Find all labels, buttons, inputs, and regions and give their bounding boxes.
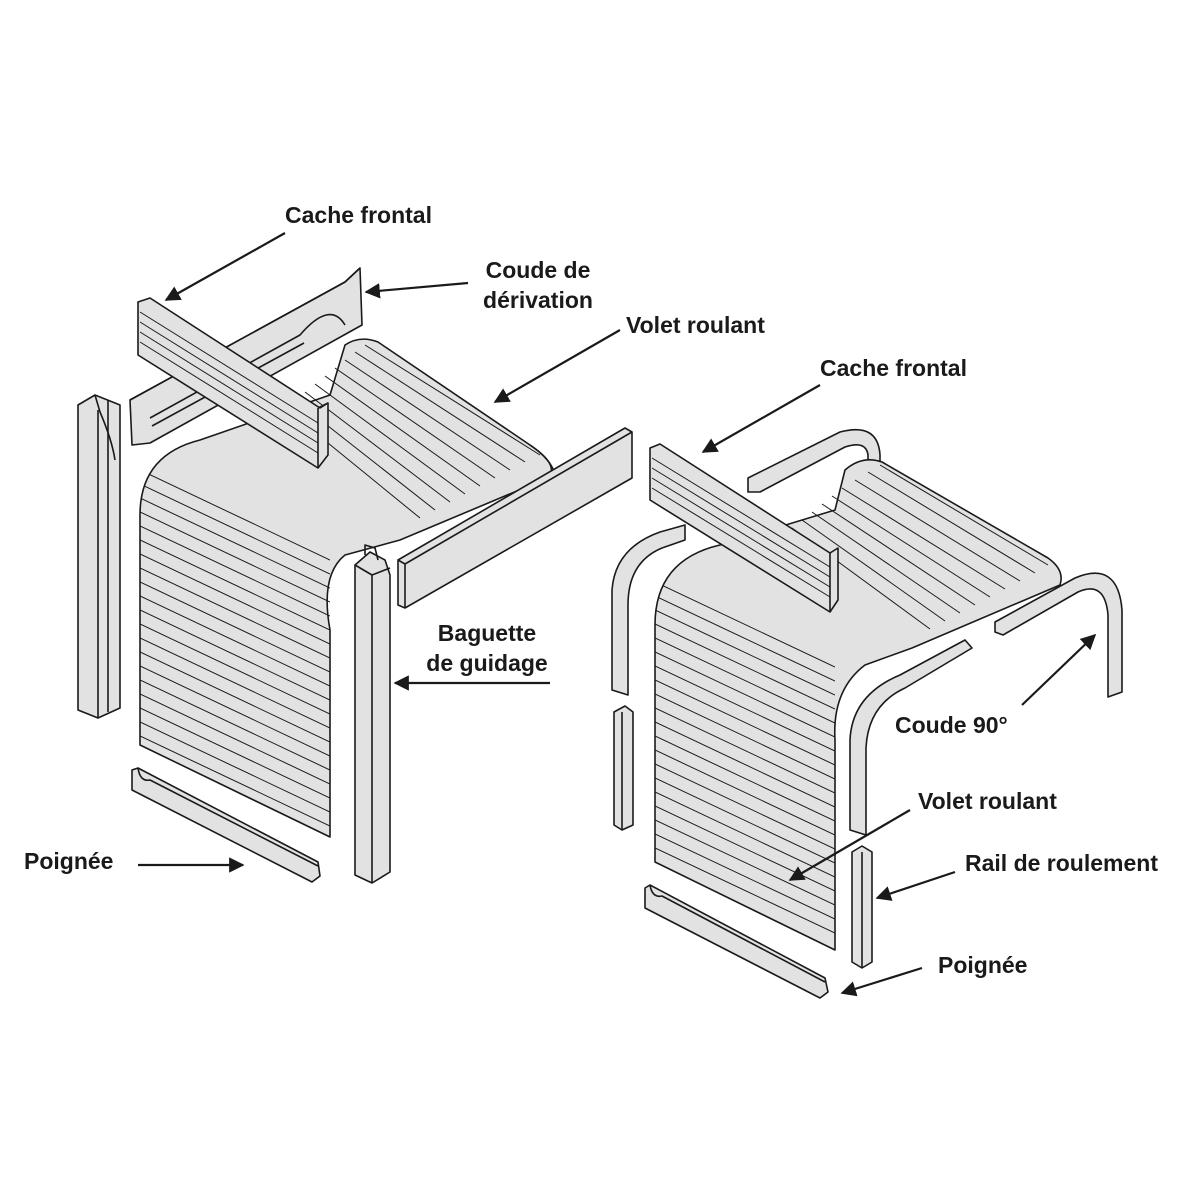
right-assembly bbox=[611, 428, 1123, 999]
label-right-volet-roulant: Volet roulant bbox=[918, 788, 1057, 814]
label-right-poignee: Poignée bbox=[938, 952, 1028, 978]
right-left-curved-rail bbox=[611, 524, 686, 696]
label-left-coude-derivation-line1: Coude de bbox=[485, 257, 591, 283]
arrow-left-coude-derivation bbox=[364, 281, 469, 299]
leader-arrows bbox=[138, 232, 1097, 997]
label-left-baguette-guidage: Baguette de guidage bbox=[412, 618, 562, 678]
arrow-right-coude-90 bbox=[1021, 633, 1097, 706]
left-front-cover bbox=[137, 297, 329, 469]
arrow-left-cache-frontal bbox=[164, 232, 286, 301]
label-left-coude-derivation-line2: dérivation bbox=[483, 287, 593, 313]
left-side-rail bbox=[397, 427, 633, 609]
label-left-coude-derivation: Coude de dérivation bbox=[468, 255, 608, 315]
label-right-cache-frontal: Cache frontal bbox=[820, 355, 967, 381]
arrow-left-volet-roulant bbox=[493, 329, 621, 403]
label-left-cache-frontal: Cache frontal bbox=[285, 202, 432, 228]
label-left-baguette-line2: de guidage bbox=[426, 650, 548, 676]
left-handle bbox=[131, 767, 321, 883]
right-front-cover bbox=[649, 443, 839, 613]
label-left-baguette-line1: Baguette bbox=[437, 620, 537, 646]
label-left-poignee: Poignée bbox=[24, 848, 114, 874]
right-elbow-90 bbox=[994, 572, 1123, 698]
right-running-rail bbox=[851, 845, 873, 969]
left-guide-strip-front bbox=[354, 544, 391, 884]
arrow-right-rail-roulement bbox=[875, 870, 956, 901]
label-left-volet-roulant: Volet roulant bbox=[626, 312, 765, 338]
left-assembly bbox=[77, 267, 633, 884]
arrow-right-poignee bbox=[840, 966, 923, 997]
right-rolling-shutter bbox=[654, 459, 1062, 951]
label-right-coude-90: Coude 90° bbox=[895, 712, 1008, 738]
left-guide-strip-back bbox=[77, 394, 121, 719]
right-handle bbox=[644, 884, 829, 999]
right-front-curved-rail bbox=[849, 639, 973, 836]
label-right-rail-roulement: Rail de roulement bbox=[965, 850, 1158, 876]
arrow-right-cache-frontal bbox=[701, 384, 821, 453]
arrow-right-volet-roulant bbox=[788, 809, 911, 881]
right-left-straight-rail bbox=[613, 705, 634, 831]
